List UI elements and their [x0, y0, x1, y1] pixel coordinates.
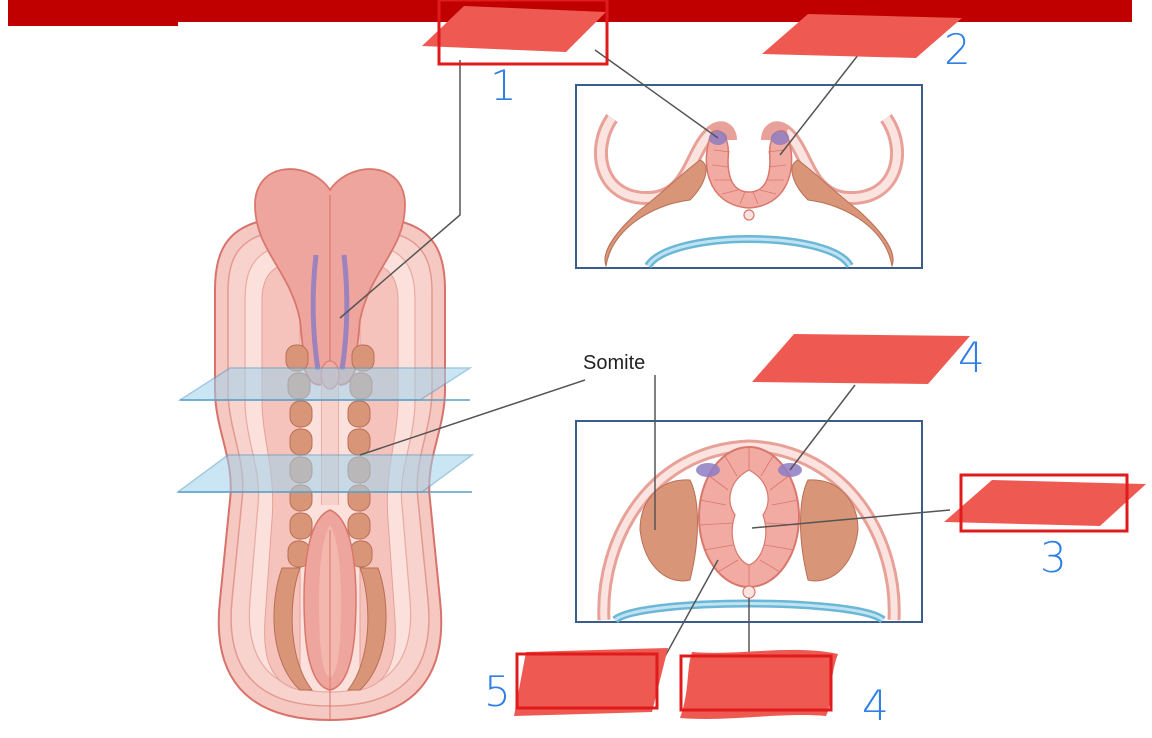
section-panel-neural-tube [575, 420, 923, 624]
marker-1: 1 [490, 61, 517, 110]
section-plane-lower [175, 454, 475, 493]
redaction-patch-4[interactable] [680, 649, 838, 719]
section-plane-upper [177, 367, 473, 401]
highlight-box-3 [959, 473, 1129, 533]
embryo-dorsal-view [214, 168, 446, 722]
redaction-patch-top-right-1[interactable] [752, 334, 970, 384]
highlight-box-1 [437, 0, 609, 66]
section-panel-neural-groove [575, 84, 923, 269]
somite-label: Somite [583, 352, 645, 374]
leader-lines [339, 49, 951, 661]
marker-5: 5 [484, 667, 511, 716]
marker-2: 2 [944, 25, 971, 74]
redaction-patch-3[interactable] [944, 480, 1146, 526]
marker-4: 4 [862, 681, 889, 730]
marker-top-right-1: 4 [958, 333, 985, 382]
marker-3: 3 [1040, 533, 1067, 582]
redaction-patch-2[interactable] [762, 14, 962, 58]
highlight-box-5 [515, 652, 659, 710]
redaction-patch-1[interactable] [422, 6, 606, 52]
redaction-patch-5[interactable] [514, 648, 668, 716]
highlight-box-4 [679, 654, 833, 712]
